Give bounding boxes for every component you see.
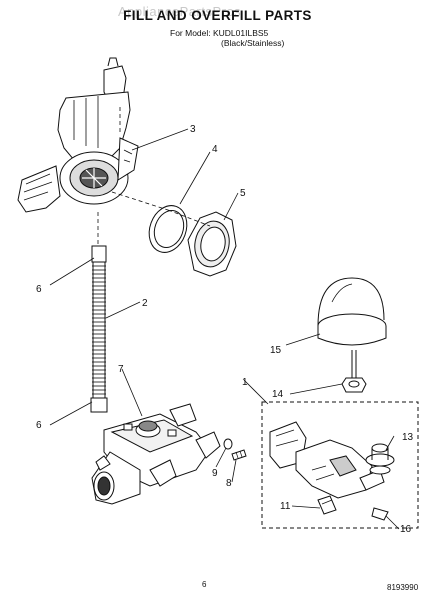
part-7-water-valve [91, 403, 221, 505]
assembly-guide-lines [97, 105, 211, 246]
document-number: 8193990 [387, 583, 419, 592]
variant-line: (Black/Stainless) [221, 38, 285, 48]
callout-label: 5 [240, 188, 246, 199]
callout-label: 4 [212, 144, 218, 155]
hose-ridges [92, 265, 106, 395]
callout-label: 11 [280, 501, 291, 512]
model-line: For Model: KUDL01ILBS5 [170, 28, 269, 38]
leader-lines [49, 128, 400, 530]
callout-label: 13 [402, 432, 414, 443]
watermark-text: AppliancePartsPros [118, 4, 242, 19]
callout-label: 6 [36, 420, 42, 431]
part-14-nut [341, 377, 367, 393]
callout-label: 7 [118, 364, 124, 375]
callout-label: 8 [226, 478, 232, 489]
callout-label: 14 [272, 389, 284, 400]
page-title: FILL AND OVERFILL PARTS [123, 8, 312, 23]
callout-label: 3 [190, 124, 196, 135]
callout-label: 9 [212, 468, 218, 479]
part-13-switch-stem [365, 443, 395, 475]
part-9-washer [223, 438, 233, 450]
callout-label: 16 [400, 524, 412, 535]
part-2-hose [90, 245, 108, 413]
callout-label: 1 [242, 377, 248, 388]
callout-labels: 1 2 3 4 5 6 6 7 89 11 13 14 15 16 [36, 124, 414, 535]
part-11-bracket [317, 495, 337, 515]
callout-label: 2 [142, 298, 148, 309]
callout-label: 6 [36, 284, 42, 295]
page-number: 6 [202, 580, 207, 589]
part-3-fill-funnel [17, 57, 139, 213]
part-8-screw [231, 449, 247, 461]
part-1-assembly-box [261, 401, 419, 529]
part-15-float [317, 277, 387, 378]
part-4-gasket [148, 205, 188, 253]
part-16-clip [371, 507, 389, 521]
callout-label: 15 [270, 345, 282, 356]
overfill-switch-assembly [269, 421, 385, 499]
part-5-cap [187, 211, 237, 277]
